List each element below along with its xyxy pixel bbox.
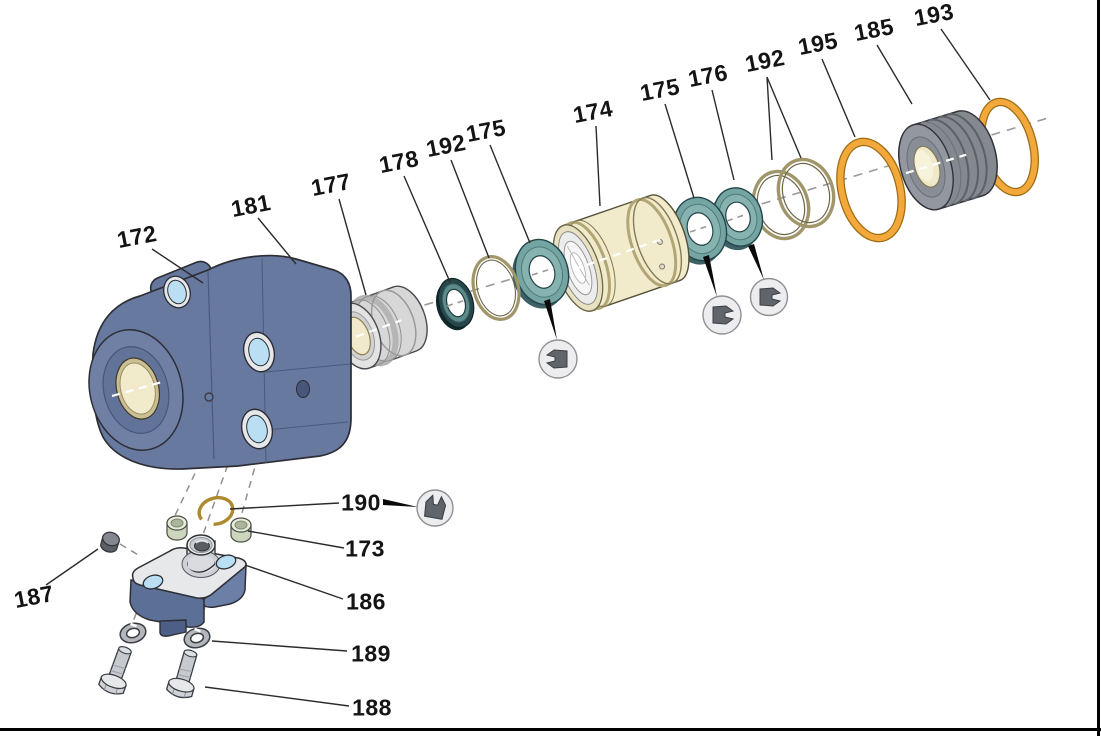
part-173-bushing-b: [230, 517, 252, 543]
seal-profile-bubble-175b: [702, 255, 742, 335]
part-174-cylinder: [552, 194, 690, 312]
part-label-189: 189: [351, 640, 391, 667]
part-189-lock-washer-a: [119, 622, 147, 644]
part-label-186: 186: [346, 588, 386, 615]
part-label-188: 188: [352, 694, 392, 721]
axis-dash-overlays: [446, 213, 748, 307]
leader-lines: [45, 28, 991, 707]
part-label-173: 173: [345, 535, 385, 562]
seal-profile-bubble-175a: [538, 299, 578, 379]
part-189-lock-washer-b: [183, 627, 211, 649]
seal-profile-bubble-176: [748, 244, 789, 317]
seal-profile-bubble-190: [383, 489, 454, 527]
part-190-retaining-ring: [197, 495, 235, 526]
part-173-bushing-a: [166, 515, 188, 541]
part-178-seal: [435, 277, 475, 331]
frame-border-right: [1097, 0, 1100, 736]
part-186-mounting-block: [129, 534, 247, 637]
part-172-housing: [88, 254, 352, 470]
part-195-o-ring: [836, 137, 906, 243]
part-192-ring-a: [471, 255, 521, 321]
part-188-bolt-a: [98, 646, 132, 695]
part-188-bolt-b: [165, 649, 198, 699]
part-label-190: 190: [341, 489, 381, 516]
part-185-piston: [898, 110, 998, 211]
part-187-plug: [100, 531, 120, 553]
frame-border-bottom: [0, 728, 1101, 731]
